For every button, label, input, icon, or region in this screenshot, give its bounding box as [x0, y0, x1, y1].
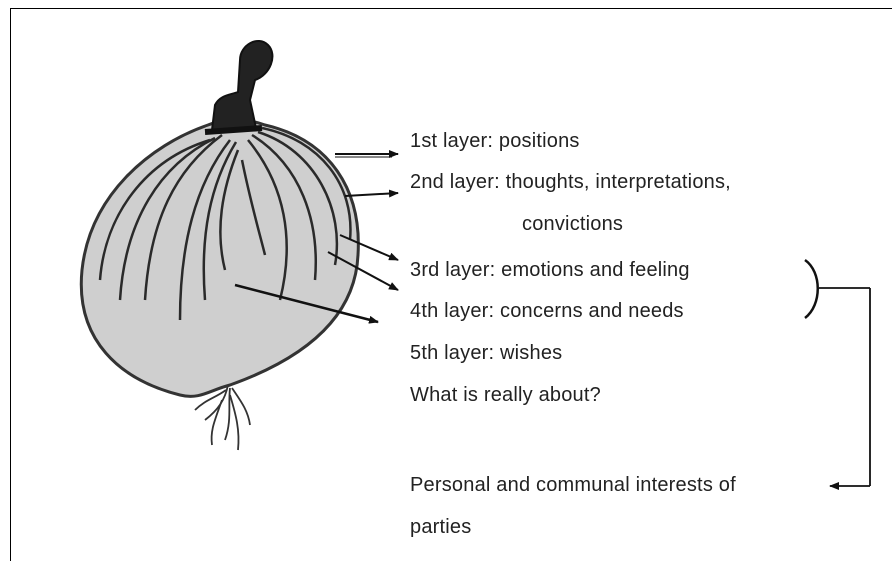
layer-1-label: 1st layer: positions [410, 129, 580, 153]
interests-label-line-2: parties [410, 515, 471, 539]
arrow-layer-2 [345, 193, 398, 196]
interests-label-line-1: Personal and communal interests of [410, 473, 736, 497]
layer-2-label: 2nd layer: thoughts, interpretations, [410, 170, 731, 194]
interests-bracket [805, 260, 870, 486]
onion-illustration [81, 41, 358, 450]
closing-parenthesis [805, 260, 818, 318]
layer-4-label: 4th layer: concerns and needs [410, 299, 684, 323]
layer-3-label: 3rd layer: emotions and feeling [410, 258, 690, 282]
onion-stem [212, 41, 272, 130]
core-question-label: What is really about? [410, 383, 601, 407]
layer-5-label: 5th layer: wishes [410, 341, 562, 365]
layer-2-continuation: convictions [522, 212, 623, 236]
